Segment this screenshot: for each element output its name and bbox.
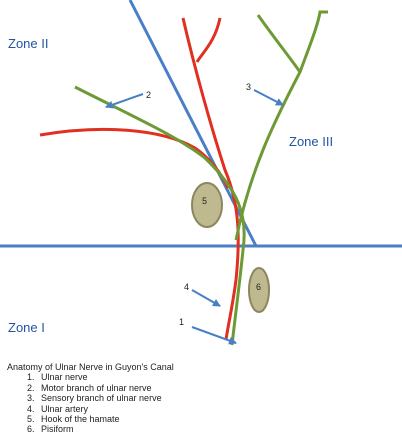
legend-item: Sensory branch of ulnar nerve <box>37 393 397 403</box>
label-3: 3 <box>246 82 251 92</box>
sensory-branch <box>234 10 328 241</box>
ulnar-artery-main <box>181 17 240 341</box>
legend-title: Anatomy of Ulnar Nerve in Guyon's Canal <box>7 362 174 372</box>
arrow-label-4 <box>191 289 221 307</box>
label-1: 1 <box>179 317 184 327</box>
label-5: 5 <box>202 196 207 206</box>
ulnar-artery-branch-top <box>195 17 222 63</box>
zone-3-label: Zone III <box>289 134 333 149</box>
legend-item: Ulnar nerve <box>37 372 397 382</box>
legend-item: Hook of the hamate <box>37 414 397 424</box>
arrow-label-2 <box>105 93 144 109</box>
ulnar-nerve-main <box>74 85 246 346</box>
legend-item: Ulnar artery <box>37 404 397 414</box>
label-6: 6 <box>256 282 261 292</box>
legend: Anatomy of Ulnar Nerve in Guyon's Canal … <box>7 362 397 435</box>
legend-item: Motor branch of ulnar nerve <box>37 383 397 393</box>
arrow-label-3 <box>253 89 284 106</box>
hook-of-hamate-bone <box>191 182 223 228</box>
label-2: 2 <box>146 90 151 100</box>
legend-list: Ulnar nerve Motor branch of ulnar nerve … <box>7 372 397 434</box>
zone-1-label: Zone I <box>8 320 45 335</box>
legend-item: Pisiform <box>37 424 397 434</box>
sensory-branch-fork <box>256 14 302 73</box>
arrow-label-1 <box>191 326 237 345</box>
zone-2-label: Zone II <box>8 36 48 51</box>
pisiform-bone <box>248 267 270 313</box>
label-4: 4 <box>184 282 189 292</box>
